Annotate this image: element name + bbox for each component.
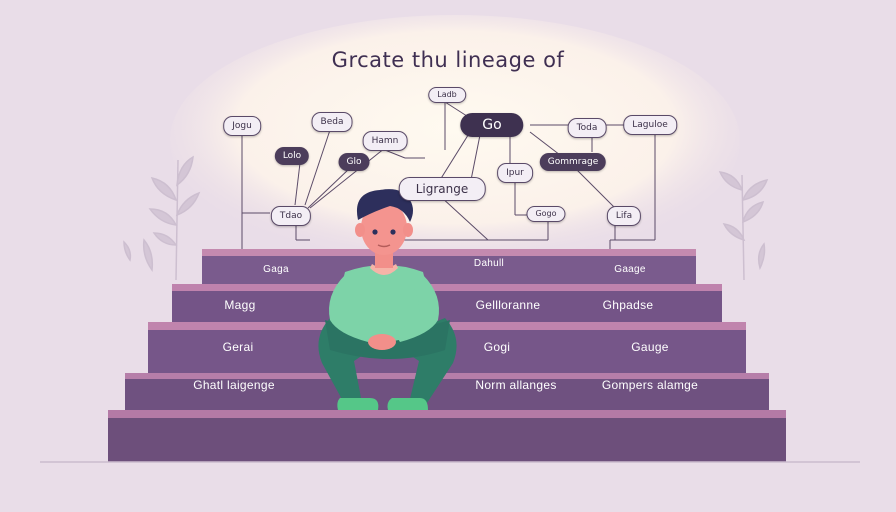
step-4 <box>125 373 769 410</box>
staircase <box>108 249 786 462</box>
node-toda: Toda <box>567 118 607 138</box>
node-beda: Beda <box>311 112 353 132</box>
node-lolo: Lolo <box>274 147 310 165</box>
diagram-title: Grcate thu lineage of <box>331 48 565 72</box>
background-glow <box>170 15 740 265</box>
step-label-row1-mid: Dahull <box>473 258 505 269</box>
node-lifa: Lifa <box>606 206 642 226</box>
step-label-row1-left: Gaga <box>263 264 289 275</box>
step-label-row3-mid: Gogi <box>483 340 511 354</box>
step-5 <box>108 410 786 462</box>
node-hamn: Hamn <box>362 131 408 151</box>
step-label-row2-mid: Gellloranne <box>475 298 541 312</box>
step-label-row2-left: Magg <box>224 298 256 312</box>
step-label-row4-mid: Norm allanges <box>475 378 557 392</box>
node-ipur: Ipur <box>497 163 533 183</box>
node-glo: Glo <box>338 153 370 171</box>
step-label-row3-right: Gauge <box>631 340 669 354</box>
step-label-row3-left: Gerai <box>222 340 254 354</box>
connector-lines <box>225 101 661 380</box>
node-ladb: Ladb <box>428 87 466 103</box>
person-figure <box>318 189 457 410</box>
left-plant <box>123 155 201 281</box>
step-label-row4-left: Ghatl laigenge <box>193 378 275 392</box>
node-laguloe: Laguloe <box>623 115 677 135</box>
step-label-row1-right: Gaage <box>614 264 646 275</box>
node-jogu: Jogu <box>223 116 261 136</box>
node-ligrange: Ligrange <box>398 177 486 201</box>
node-gogo: Gogo <box>526 206 566 222</box>
node-tdao: Tdao <box>270 206 312 226</box>
step-label-row4-right: Gompers alamge <box>601 378 699 392</box>
node-gommrage: Gommrage <box>539 153 607 171</box>
right-plant <box>718 171 769 281</box>
node-go: Go <box>460 113 524 137</box>
step-label-row2-right: Ghpadse <box>602 298 654 312</box>
